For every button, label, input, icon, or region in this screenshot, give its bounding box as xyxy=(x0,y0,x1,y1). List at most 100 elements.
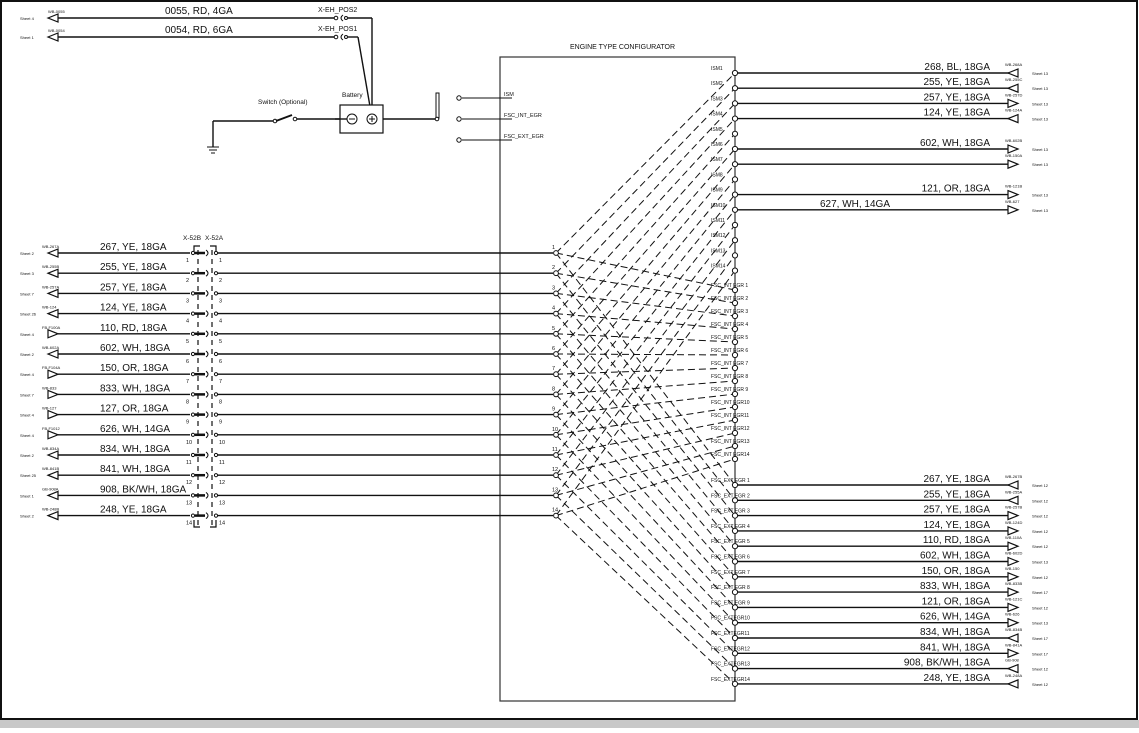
configuration-jumper-line xyxy=(555,103,736,294)
box-pin-label: FSC_INT EGR12 xyxy=(711,426,750,432)
pin-number: 9 xyxy=(186,420,189,426)
box-pin xyxy=(731,481,739,489)
box-pin-label: FSC_INT EGR11 xyxy=(711,413,749,419)
box-pin xyxy=(731,390,739,398)
selector-pivot xyxy=(434,116,440,122)
sheet-ref: Sheet 13 xyxy=(1032,71,1049,76)
connector-arrow-in-icon xyxy=(46,308,59,319)
wire-label: 268, BL, 18GA xyxy=(924,62,990,73)
connector-arrow-out-icon xyxy=(1007,159,1020,170)
connector-pin xyxy=(190,432,196,437)
box-pin-label: FSC_INT EGR 2 xyxy=(711,296,748,302)
connector-arrow-in-icon xyxy=(46,450,59,460)
box-pin xyxy=(553,250,559,256)
configuration-jumper-line xyxy=(555,252,736,291)
configuration-jumper-line xyxy=(555,454,736,639)
wire-label: 110, RD, 18GA xyxy=(100,323,167,334)
connector-socket-icon xyxy=(205,431,209,439)
connector-arrow-out-icon xyxy=(1007,617,1020,628)
switch-label: Switch (Optional) xyxy=(258,99,308,106)
box-pin-label: FSC_INT EGR 8 xyxy=(711,374,748,380)
title-block-strip xyxy=(0,720,1139,728)
wire-label: 124, YE, 18GA xyxy=(923,108,990,119)
connector-pin xyxy=(190,271,196,276)
connector-pin xyxy=(213,392,219,397)
box-pin-label: FSC_EXT EGR 4 xyxy=(711,524,750,530)
box-pin-label: FSC_INT EGR 3 xyxy=(711,309,748,315)
configuration-jumper-line xyxy=(555,373,736,578)
wire-ref: WB-127 xyxy=(42,406,57,411)
configuration-jumper-line xyxy=(555,406,736,436)
connector-pin xyxy=(213,452,219,458)
configuration-jumper-line xyxy=(555,87,736,274)
configuration-jumper-line xyxy=(555,148,736,355)
pin-number: 7 xyxy=(219,379,222,385)
box-pin xyxy=(731,338,739,346)
connector-arrow-in-icon xyxy=(46,288,59,299)
box-pin-label: FSC_INT EGR14 xyxy=(711,452,750,458)
pin-number: 4 xyxy=(186,319,189,325)
box-pin-label: 10 xyxy=(552,427,558,433)
box-pin-label: ISM8 xyxy=(711,172,723,178)
box-pin xyxy=(731,325,739,333)
sheet-ref: Sheet 4 xyxy=(20,16,35,21)
box-pin xyxy=(731,619,739,626)
wire-ref: WB-110A xyxy=(1005,535,1022,540)
configuration-jumper-line xyxy=(555,367,736,375)
output-pin-row: ISM12 xyxy=(711,233,739,244)
connector-socket-icon xyxy=(205,391,209,398)
box-pin xyxy=(553,270,559,277)
wire-label: 124, YE, 18GA xyxy=(100,303,167,314)
connector-pin xyxy=(213,351,219,357)
connector-arrow-out-icon xyxy=(1007,144,1020,154)
sheet-ref: Sheet 2 xyxy=(20,352,35,357)
box-pin xyxy=(731,543,739,550)
wire-ref: WB-255B xyxy=(42,264,59,269)
connector-arrow-out-icon xyxy=(1007,204,1020,215)
box-pin-label: FSC_INT EGR 1 xyxy=(711,283,748,289)
box-pin xyxy=(731,69,739,77)
connector-socket-icon xyxy=(340,33,344,41)
box-pin-label: FSC_INT EGR 4 xyxy=(711,322,748,328)
sheet-ref: Sheet 13 xyxy=(1032,208,1049,213)
box-pin xyxy=(731,573,739,580)
box-pin xyxy=(731,351,739,359)
box-pin xyxy=(731,527,739,535)
output-pin-row: FSC_INT EGR14 xyxy=(711,452,750,463)
connector-arrow-in-icon xyxy=(46,32,59,42)
box-pin xyxy=(553,290,559,297)
configuration-jumper-line xyxy=(555,434,736,624)
sheet-ref: Sheet 13 xyxy=(1032,147,1049,152)
configuration-jumper-line xyxy=(555,353,736,562)
box-pin-label: ISM4 xyxy=(711,112,723,118)
box-pin-label: 8 xyxy=(552,386,555,392)
wire-ref: WB-267B xyxy=(1005,474,1022,479)
box-pin xyxy=(731,161,739,168)
connector-arrow-in-icon xyxy=(46,13,59,23)
output-pin-row: FSC_INT EGR 4 xyxy=(711,322,748,333)
configuration-jumper-line xyxy=(555,239,736,476)
output-pin-row: FSC_INT EGR 7 xyxy=(711,361,748,372)
output-pin-row: FSC_INT EGR 2 xyxy=(711,296,748,307)
wire-ref: WB-124 xyxy=(42,305,57,310)
box-pin xyxy=(731,442,739,450)
sheet-ref: Sheet 17 xyxy=(1032,651,1049,656)
box-pin-label: FSC_EXT EGR 7 xyxy=(711,570,750,576)
output-pin-row: ISM11 xyxy=(711,218,739,229)
wire-ref: WB-602B xyxy=(1005,138,1022,143)
wire-label: 257, YE, 18GA xyxy=(100,282,167,293)
configuration-jumper-line xyxy=(555,515,736,685)
configuration-jumper-line xyxy=(555,313,736,532)
box-pin xyxy=(553,391,559,398)
wire-label: 841, WH, 18GA xyxy=(100,464,170,475)
connector-arrow-out-icon xyxy=(1007,98,1020,109)
wire-label: 267, YE, 18GA xyxy=(923,474,990,485)
box-pin xyxy=(731,512,739,519)
selector-contact xyxy=(456,95,462,101)
sheet-ref: Sheet 13 xyxy=(1032,560,1049,565)
